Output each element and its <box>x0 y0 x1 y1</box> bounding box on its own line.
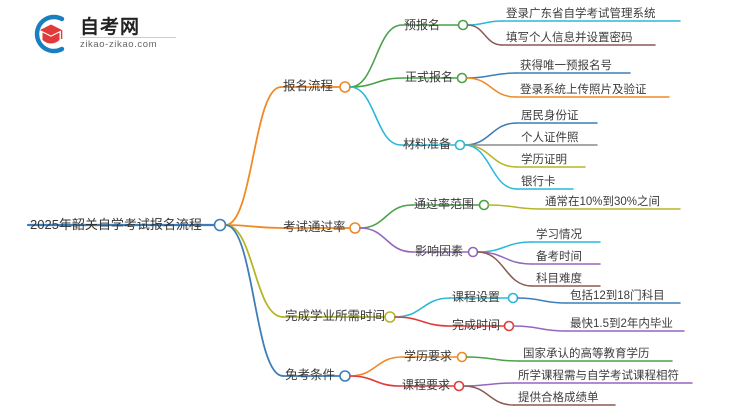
connector-line <box>463 122 518 146</box>
leaf-label-0-1-0[interactable]: 获得唯一预报名号 <box>520 60 612 72</box>
subnode-circle-0-2[interactable] <box>454 139 466 151</box>
subnode-circle-1-0[interactable] <box>478 199 490 211</box>
connector-line <box>349 86 402 146</box>
branch-node-2[interactable] <box>384 311 396 323</box>
subnode-label-3-0[interactable]: 学历要求 <box>404 349 453 363</box>
connector-line <box>466 24 503 46</box>
connector-line <box>516 297 567 304</box>
connector-line <box>224 86 282 226</box>
subnode-label-2-0[interactable]: 课程设置 <box>452 290 501 304</box>
subnode-label-1-1[interactable]: 影响因素 <box>415 244 464 258</box>
leaf-label-1-1-1[interactable]: 备考时间 <box>536 251 582 263</box>
site-logo: 自考网 zikao-zikao.com <box>28 8 178 60</box>
subnode-circle-3-0[interactable] <box>456 351 468 363</box>
leaf-label-3-0-0[interactable]: 国家承认的高等教育学历 <box>523 348 650 360</box>
subnode-circle-1-1[interactable] <box>467 246 479 258</box>
leaf-label-3-1-0[interactable]: 所学课程需与自学考试课程相符 <box>518 370 679 382</box>
logo-domain: zikao-zikao.com <box>80 39 158 50</box>
leaf-label-0-2-3[interactable]: 银行卡 <box>521 176 556 188</box>
connector-line <box>462 385 515 406</box>
connector-line <box>512 325 567 332</box>
subnode-label-0-1[interactable]: 正式报名 <box>405 70 454 84</box>
connector-line <box>359 204 413 229</box>
connector-line <box>349 77 404 88</box>
connector-line <box>394 316 451 327</box>
leaf-label-1-0-0[interactable]: 通常在10%到30%之间 <box>545 196 661 208</box>
branch-label-1[interactable]: 考试通过率 <box>283 220 346 234</box>
root-node-label[interactable]: 2025年韶关自学考试报名流程 <box>30 217 202 232</box>
connector-line <box>465 356 520 362</box>
connector-line <box>359 227 414 253</box>
branch-label-3[interactable]: 免考条件 <box>285 368 336 382</box>
branch-node-3[interactable] <box>339 370 351 382</box>
leaf-label-1-1-2[interactable]: 科目难度 <box>536 273 582 285</box>
leaf-label-2-0-0[interactable]: 包括12到18门科目 <box>570 290 665 302</box>
leaf-label-2-1-0[interactable]: 最快1.5到2年内毕业 <box>570 318 673 330</box>
connector-line <box>465 72 517 79</box>
branch-node-0[interactable] <box>339 81 351 93</box>
leaf-label-0-0-0[interactable]: 登录广东省自学考试管理系统 <box>506 8 656 20</box>
leaf-label-0-2-2[interactable]: 学历证明 <box>521 154 567 166</box>
connector-line <box>224 224 282 229</box>
connector-line <box>224 224 284 377</box>
branch-node-1[interactable] <box>349 222 361 234</box>
connector-line <box>462 382 515 387</box>
leaf-label-1-1-0[interactable]: 学习情况 <box>536 229 582 241</box>
subnode-circle-0-0[interactable] <box>457 19 469 31</box>
branch-label-2[interactable]: 完成学业所需时间 <box>285 309 386 323</box>
logo-name-cn: 自考网 <box>80 17 141 38</box>
connector-line <box>224 224 284 318</box>
branch-label-0[interactable]: 报名流程 <box>283 79 334 93</box>
leaf-label-0-2-1[interactable]: 个人证件照 <box>521 132 579 144</box>
connector-line <box>476 241 533 253</box>
connector-line <box>487 204 542 210</box>
subnode-label-0-2[interactable]: 材料准备 <box>403 137 452 151</box>
connector-line <box>466 20 503 26</box>
logo-graduation-cap-icon <box>34 14 65 54</box>
connector-line <box>476 251 533 287</box>
subnode-circle-3-1[interactable] <box>453 380 465 392</box>
subnode-label-3-1[interactable]: 课程要求 <box>402 378 451 392</box>
leaf-label-0-0-1[interactable]: 填写个人信息并设置密码 <box>506 32 633 44</box>
leaf-label-0-2-0[interactable]: 居民身份证 <box>521 110 579 122</box>
subnode-circle-0-1[interactable] <box>456 72 468 84</box>
root-node-circle[interactable] <box>213 218 227 232</box>
subnode-label-0-0[interactable]: 预报名 <box>404 18 441 32</box>
connector-line <box>394 297 451 318</box>
connector-line <box>463 144 518 168</box>
subnode-circle-2-1[interactable] <box>503 320 515 332</box>
connector-line <box>349 356 403 377</box>
connector-line <box>349 24 403 88</box>
subnode-circle-2-0[interactable] <box>507 292 519 304</box>
connector-line <box>349 375 401 387</box>
logo-divider <box>80 37 176 38</box>
subnode-label-2-1[interactable]: 完成时间 <box>452 318 501 332</box>
leaf-label-0-1-1[interactable]: 登录系统上传照片及验证 <box>520 84 647 96</box>
leaf-label-3-1-1[interactable]: 提供合格成绩单 <box>518 392 599 404</box>
connector-line <box>465 77 517 98</box>
connector-line <box>463 144 518 190</box>
subnode-label-1-0[interactable]: 通过率范围 <box>414 197 475 211</box>
